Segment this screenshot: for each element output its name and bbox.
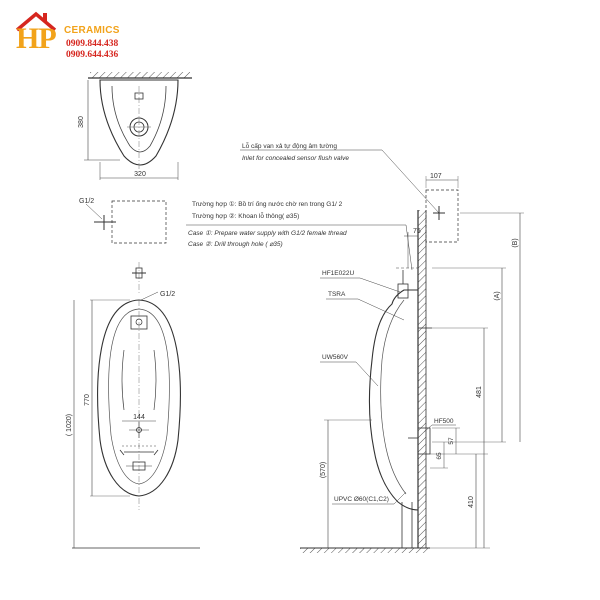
sensor-note-en: Inlet for concealed sensor flush valve — [242, 155, 349, 162]
house-roof-icon — [15, 11, 57, 32]
front-view: G1/2 144 770 ( 1020) — [66, 262, 200, 549]
part-drain-label: UPVC Ø60(C1,C2) — [334, 496, 389, 503]
front-view-height-1020: ( 1020) — [66, 414, 73, 436]
case2-note-en: Case ②: Drill through hole ( ⌀35) — [188, 241, 283, 248]
side-view: 107 Lỗ cấp van xả tự động âm tường Inlet… — [186, 141, 524, 553]
dim-481-label: 481 — [476, 386, 483, 398]
front-view-connection-label: G1/2 — [160, 291, 175, 298]
part-trap-label: HF500 — [434, 418, 454, 425]
brand-logo: HP CERAMICS 0909.844.438 0909.644.436 — [6, 10, 136, 60]
logo-brand-name: CERAMICS — [64, 25, 120, 36]
part-flush-label: HF1E022U — [322, 270, 354, 277]
dim-410-label: 410 — [468, 496, 475, 508]
dim-A-label: (A) — [494, 291, 501, 300]
dim-75-label: 75 — [413, 228, 421, 235]
case1-note-vi: Trường hợp ①: Bồ trí ống nước chờ ren tr… — [192, 199, 343, 208]
dim-57-label: 57 — [448, 437, 455, 445]
top-view-depth-label: 380 — [78, 116, 85, 128]
top-view-width-label: 320 — [134, 171, 146, 178]
logo-phone-1: 0909.844.438 — [66, 39, 119, 49]
pipe-detail-label: G1/2 — [79, 198, 94, 205]
case2-note-vi: Trường hợp ②: Khoan lỗ thông( ⌀35) — [192, 211, 299, 220]
front-view-height-770: 770 — [84, 394, 91, 406]
part-spud-label: TSRA — [328, 291, 346, 298]
pipe-detail: G1/2 — [79, 198, 167, 244]
front-view-spacing-label: 144 — [133, 414, 145, 421]
logo-mark: HP — [16, 22, 57, 55]
top-view: 380 320 — [78, 72, 192, 180]
dim-65-label: 65 — [436, 452, 443, 460]
dim-B-label: (B) — [512, 238, 519, 247]
sensor-note-vi: Lỗ cấp van xả tự động âm tường — [242, 141, 337, 150]
dim-570-label: (570) — [320, 462, 327, 478]
case1-note-en: Case ①: Prepare water supply with G1/2 f… — [188, 230, 347, 237]
logo-phone-2: 0909.644.436 — [66, 50, 119, 60]
dim-107-label: 107 — [430, 173, 442, 180]
part-urinal-label: UW560V — [322, 354, 349, 361]
